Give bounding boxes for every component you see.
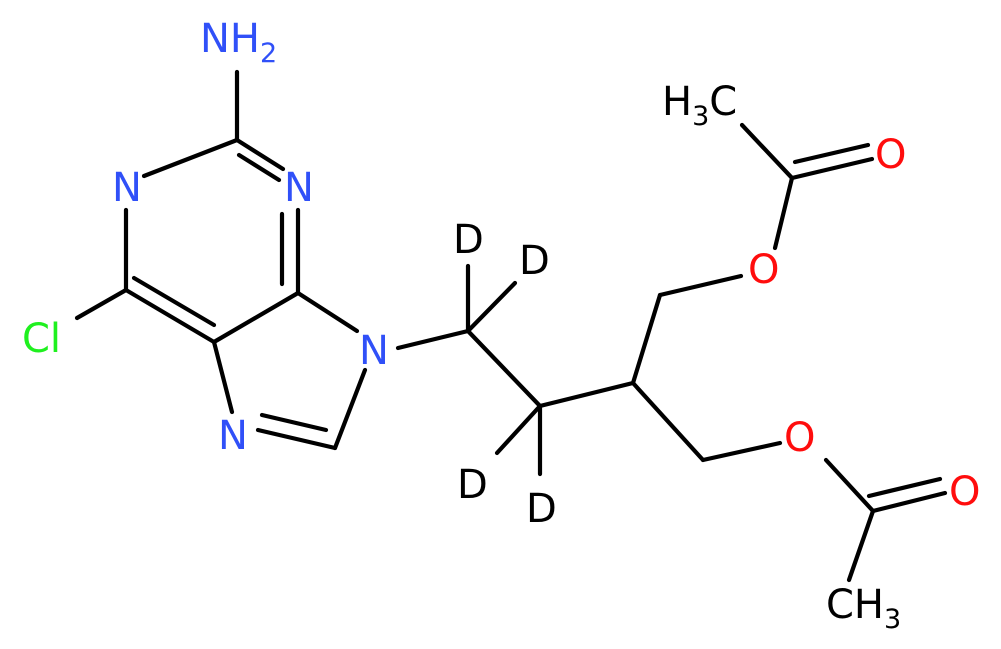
atom-n1: N	[112, 165, 142, 211]
bond-cd2b-d3	[494, 403, 543, 456]
atom-o-upper-ester: O	[748, 247, 779, 293]
bond-cd2-cd2b	[465, 328, 543, 409]
atom-n7: N	[218, 413, 248, 459]
bond-c2-n1	[141, 137, 240, 179]
bond-c5-n7	[211, 339, 235, 415]
bond-ch2lower-o	[700, 440, 783, 463]
bond-n7-c8	[255, 427, 338, 451]
bond-c-o-lower-inner	[866, 476, 943, 499]
bond-o-c-upper	[772, 175, 795, 251]
atom-o-lower-carbonyl: O	[949, 469, 980, 515]
atom-d-4: D	[526, 486, 557, 532]
bond-c-o-upper	[789, 156, 875, 181]
bond-ch-ch2lower	[630, 380, 706, 463]
bond-cd2-d2	[465, 280, 518, 334]
atom-nh2: NH2	[200, 16, 277, 69]
atom-d-2: D	[519, 238, 550, 284]
atom-d-1: D	[453, 217, 484, 263]
atom-o-upper-carbonyl: O	[875, 132, 906, 178]
bond-cd2b-ch	[537, 380, 636, 409]
atom-labels: NH2 N N Cl N N D D D D O O H3C O O CH3	[22, 16, 980, 635]
atom-n9: N	[359, 328, 389, 374]
bond-ch-ch2upper	[630, 292, 663, 386]
atom-ch3-lower: CH3	[826, 582, 901, 635]
bond-c-o-lower	[870, 490, 948, 514]
bond-c6-cl	[74, 287, 129, 321]
atom-ch3-upper: H3C	[662, 79, 737, 132]
bond-c8-n9	[332, 367, 368, 451]
bond-c4-n9	[295, 290, 360, 334]
atom-o-lower-ester: O	[784, 415, 815, 461]
bond-c2-n3-inner	[236, 152, 282, 183]
bond-n7-c8-inner	[259, 412, 329, 433]
bond-c6-c5	[123, 287, 217, 345]
atom-d-3: D	[457, 462, 488, 508]
bond-n9-cd2	[395, 328, 471, 351]
bond-ch2upper-o	[657, 273, 744, 298]
bonds	[74, 69, 948, 583]
atom-cl: Cl	[22, 316, 61, 362]
atom-n3: N	[284, 165, 314, 211]
bond-c5-c4	[211, 290, 301, 345]
bond-c-ch3-upper	[739, 122, 795, 181]
bond-c-ch3-lower	[846, 508, 876, 583]
bond-c6-c5-inner	[131, 275, 217, 328]
bond-c-o-upper-inner	[792, 142, 871, 165]
bond-c2-n3	[234, 137, 286, 172]
bond-o-c-lower	[823, 457, 876, 514]
